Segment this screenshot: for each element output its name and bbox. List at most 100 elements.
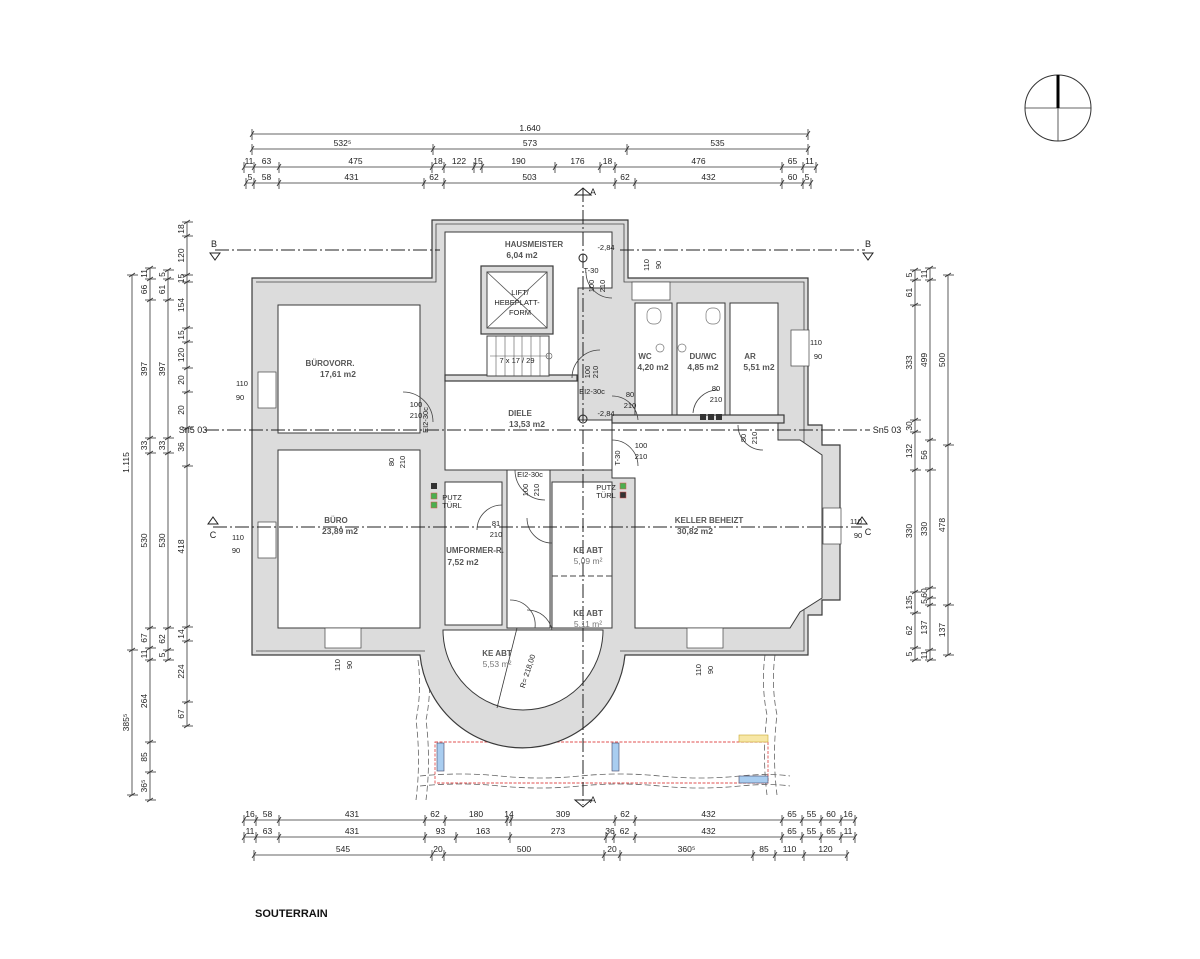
dimension-tick <box>507 833 513 841</box>
room-area: 17,61 m2 <box>320 369 356 379</box>
dimension-label: 500 <box>517 844 531 854</box>
dimension-label: 65 <box>787 826 797 836</box>
putz-label: TÜRL <box>442 501 462 510</box>
stair-icon <box>486 335 553 377</box>
window-height: 90 <box>814 352 822 361</box>
dimension-tick <box>944 272 952 278</box>
dimension-label: 573 <box>523 138 537 148</box>
dimension-tick <box>276 179 282 187</box>
room-name: KE ABT <box>482 649 512 658</box>
door-height: 210 <box>490 530 503 539</box>
dimension-label: 11 <box>245 156 254 166</box>
dimension-label: 11 <box>805 156 814 166</box>
room-name: DIELE <box>508 409 532 418</box>
dimension-label: 66 <box>139 285 149 295</box>
dimension-tick <box>911 417 919 423</box>
dimension-label: 333 <box>904 355 914 369</box>
dimension-label: 60 <box>919 588 929 598</box>
dimension-label: 62 <box>157 634 167 644</box>
dimension-tick <box>422 816 428 824</box>
room-name: WC <box>638 352 652 361</box>
dimension-label: 58 <box>263 809 273 819</box>
dimension-tick <box>183 699 191 705</box>
dimension-tick <box>251 179 257 187</box>
dimension-tick <box>441 179 447 187</box>
dimension-tick <box>926 602 934 608</box>
dimension-label: 137 <box>919 620 929 634</box>
door-width: 100 <box>410 400 423 409</box>
dimension-tick <box>926 657 934 663</box>
wall-segment <box>611 414 785 424</box>
dimension-label: 30 <box>904 421 914 431</box>
room-area: 6,04 m2 <box>506 250 537 260</box>
dimension-label: 67 <box>176 709 186 719</box>
window-width: 110 <box>333 659 342 671</box>
room-buro <box>277 449 421 629</box>
dimension-label: 360⁵ <box>678 844 696 854</box>
section-label-a-top: A <box>590 187 596 197</box>
dimension-tick <box>779 833 785 841</box>
window-width: 110 <box>694 664 703 676</box>
dimension-tick <box>146 435 154 441</box>
dimension-tick <box>241 163 247 171</box>
dimension-label: 11 <box>919 650 929 659</box>
room-name: HAUSMEISTER <box>505 240 563 249</box>
dimension-label: 530 <box>157 533 167 547</box>
fire-rating: T-30 <box>583 266 598 275</box>
door-width: 81 <box>492 519 500 528</box>
dimension-label: 36⁵ <box>139 780 149 793</box>
column <box>738 775 769 784</box>
dimension-tick <box>183 365 191 371</box>
dimension-tick <box>911 302 919 308</box>
level-marker-icon <box>578 253 588 263</box>
dimension-tick <box>128 647 136 653</box>
door-swings <box>402 271 764 631</box>
dimension-tick <box>597 163 603 171</box>
putz-label: PUTZ <box>442 493 462 502</box>
dimension-tick <box>750 851 756 859</box>
dimension-tick <box>601 851 607 859</box>
room-area: 23,89 m2 <box>322 526 358 536</box>
dimension-tick <box>911 645 919 651</box>
door-width: 100 <box>521 484 530 497</box>
door-width: 80 <box>712 384 720 393</box>
dimension-tick <box>183 272 191 278</box>
dimension-tick <box>852 833 858 841</box>
dimension-label: 20 <box>176 375 186 385</box>
door-height: 210 <box>750 432 759 445</box>
dimension-tick <box>146 739 154 745</box>
dimension-tick <box>813 163 819 171</box>
room-labels: BÜROVORR. 17,61 m2 BÜRO 23,89 m2 HAUSMEI… <box>306 240 775 689</box>
dimension-tick <box>442 816 448 824</box>
door-width: 100 <box>583 366 592 379</box>
room-area: 4,85 m2 <box>687 362 718 372</box>
dimension-label: 56 <box>919 450 929 460</box>
room-area: 5,53 m² <box>483 659 512 669</box>
dimension-label: 60 <box>826 809 836 819</box>
dimension-tick <box>441 851 447 859</box>
dimension-tick <box>944 652 952 658</box>
dimension-label: 110 <box>783 844 797 854</box>
dimension-label: 93 <box>436 826 446 836</box>
door-height: 210 <box>410 411 423 420</box>
dimension-tick <box>146 450 154 456</box>
dimension-tick <box>276 833 282 841</box>
dimension-tick <box>779 163 785 171</box>
dimension-label: 530 <box>139 533 149 547</box>
door-width: 80 <box>626 390 634 399</box>
dimension-label: 535 <box>710 138 724 148</box>
dimension-tick <box>852 816 858 824</box>
room-area: 4,20 m2 <box>637 362 668 372</box>
dimension-label: 385⁵ <box>121 714 131 732</box>
dimension-tick <box>611 833 617 841</box>
dimension-tick <box>164 657 172 663</box>
dimension-label: 65 <box>826 826 836 836</box>
door-width: 100 <box>635 441 648 450</box>
dimension-label: 476 <box>691 156 705 166</box>
dimension-tick <box>183 219 191 225</box>
dimension-label: 5 <box>904 651 914 656</box>
lift-label: HEBEPLATT- <box>494 298 540 307</box>
room-name: BÜRO <box>324 516 348 525</box>
room-name: KE ABT <box>573 546 603 555</box>
dimension-label: 61 <box>157 285 167 295</box>
